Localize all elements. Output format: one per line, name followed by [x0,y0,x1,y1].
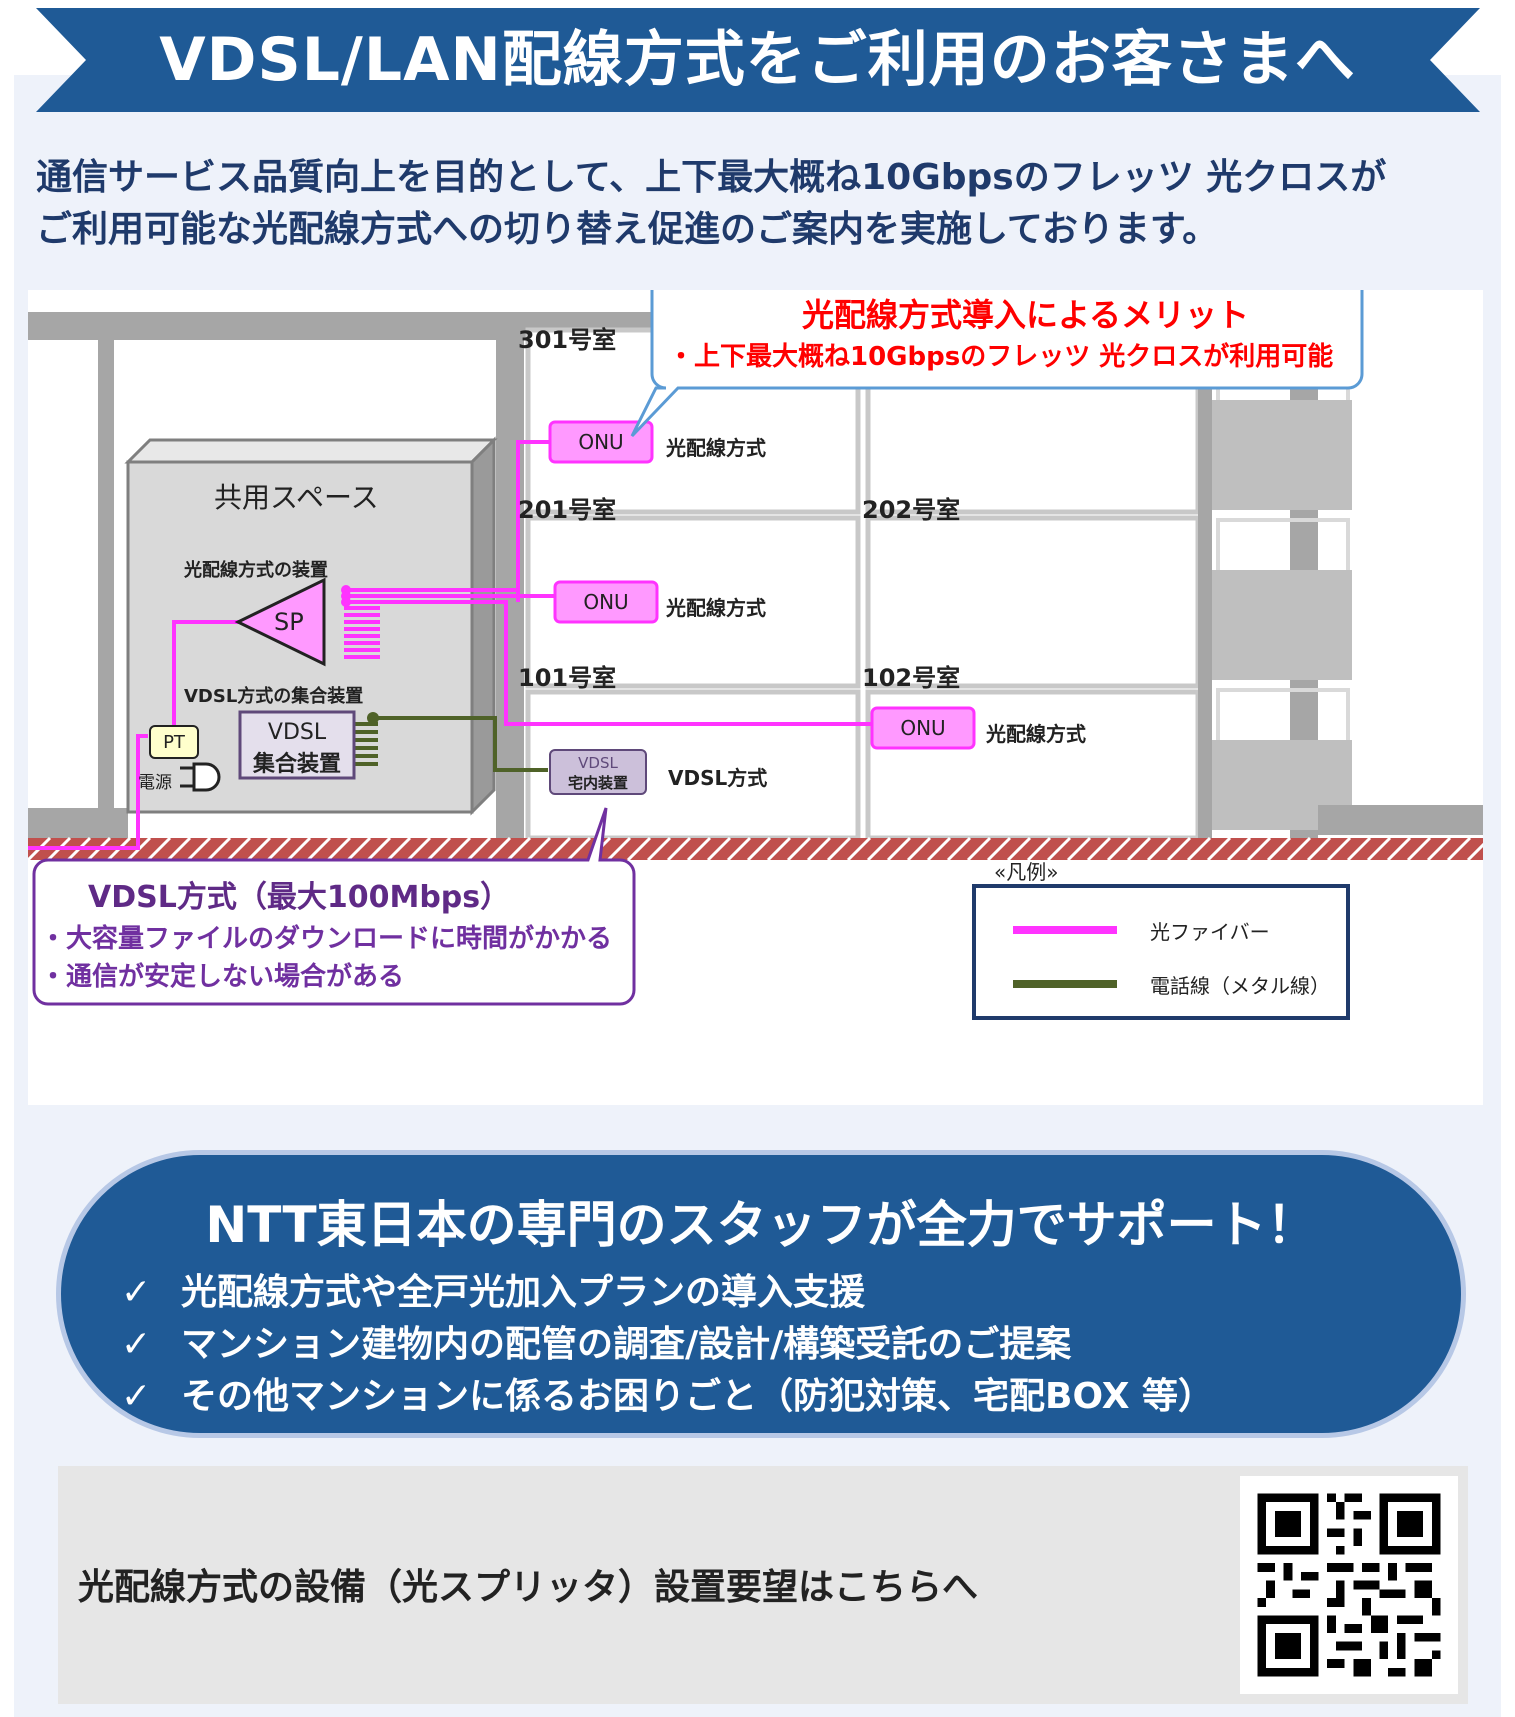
support-item: ✓ マンション建物内の配管の調査/設計/構築受託のご提案 [121,1319,1214,1371]
shared-space-label: 共用スペース [214,481,379,514]
vdsl-device-line2: 集合装置 [252,752,341,777]
onu-102-label: ONU [900,716,946,740]
optical-device-label: 光配線方式の装置 [184,560,328,581]
legend-title: «凡例» [994,860,1059,884]
onu-201-label: ONU [583,590,629,614]
merit-title: 光配線方式導入によるメリット [802,296,1250,334]
vdsl-home-line1: VDSL [578,754,618,772]
power-label: 電源 [138,773,172,793]
intro-line-2: ご利用可能な光配線方式への切り替え促進のご案内を実施しております。 [36,209,1219,250]
vdsl-method-label: VDSL方式 [668,766,768,790]
support-item-text: マンション建物内の配管の調査/設計/構築受託のご提案 [181,1324,1072,1365]
check-icon: ✓ [121,1324,152,1365]
building-illustration [28,290,1483,1020]
support-item-text: その他マンションに係るお困りごと（防犯対策、宅配BOX 等） [181,1376,1215,1417]
support-item: ✓ 光配線方式や全戸光加入プランの導入支援 [121,1267,1214,1319]
qr-code[interactable] [1240,1476,1458,1694]
room-101-label: 101号室 [518,664,617,692]
room-102-label: 102号室 [862,664,961,692]
vdsl-callout-item1: ・大容量ファイルのダウンロードに時間がかかる [40,924,613,954]
vdsl-device-line1: VDSL [267,720,327,745]
support-section: NTT東日本の専門のスタッフが全力でサポート！ ✓ 光配線方式や全戸光加入プランの… [56,1150,1466,1438]
building-diagram: 光配線方式導入によるメリット ・上下最大概ね10Gbpsのフレッツ 光クロスが利… [28,290,1483,1105]
optical-method-301: 光配線方式 [666,436,766,460]
vdsl-callout-item2: ・通信が安定しない場合がある [40,962,405,992]
room-201-label: 201号室 [518,496,617,524]
support-title: NTT東日本の専門のスタッフが全力でサポート！ [205,1196,1317,1254]
legend-phone-label: 電話線（メタル線） [1150,974,1330,998]
support-item-text: 光配線方式や全戸光加入プランの導入支援 [181,1272,866,1313]
splitter-label: SP [274,608,304,636]
request-section: 光配線方式の設備（光スプリッタ）設置要望はこちらへ [58,1466,1468,1704]
merit-item: ・上下最大概ね10Gbpsのフレッツ 光クロスが利用可能 [668,342,1334,372]
room-301-label: 301号室 [518,326,617,354]
support-list: ✓ 光配線方式や全戸光加入プランの導入支援 ✓ マンション建物内の配管の調査/設計/… [121,1267,1214,1423]
request-text: 光配線方式の設備（光スプリッタ）設置要望はこちらへ [78,1567,979,1608]
pt-label: PT [163,732,185,753]
vdsl-home-line2: 宅内装置 [567,774,628,792]
support-item: ✓ その他マンションに係るお困りごと（防犯対策、宅配BOX 等） [121,1371,1214,1423]
intro-text: 通信サービス品質向上を目的として、上下最大概ね10Gbpsのフレッツ 光クロスが… [36,152,1496,256]
qr-code-icon [1240,1476,1458,1694]
optical-method-201: 光配線方式 [666,596,766,620]
room-202-label: 202号室 [862,496,961,524]
check-icon: ✓ [121,1272,152,1313]
onu-301-label: ONU [578,430,624,454]
vdsl-device-label: VDSL方式の集合装置 [184,686,364,707]
title-banner [36,8,1480,112]
intro-line-1: 通信サービス品質向上を目的として、上下最大概ね10Gbpsのフレッツ 光クロスが [36,157,1387,198]
check-icon: ✓ [121,1376,152,1417]
vdsl-callout-title: VDSL方式（最大100Mbps） [88,880,511,915]
optical-method-102: 光配線方式 [986,722,1086,746]
page-title: VDSL/LAN配線方式をご利用のお客さまへ [159,25,1356,95]
legend-fiber-label: 光ファイバー [1150,920,1270,944]
